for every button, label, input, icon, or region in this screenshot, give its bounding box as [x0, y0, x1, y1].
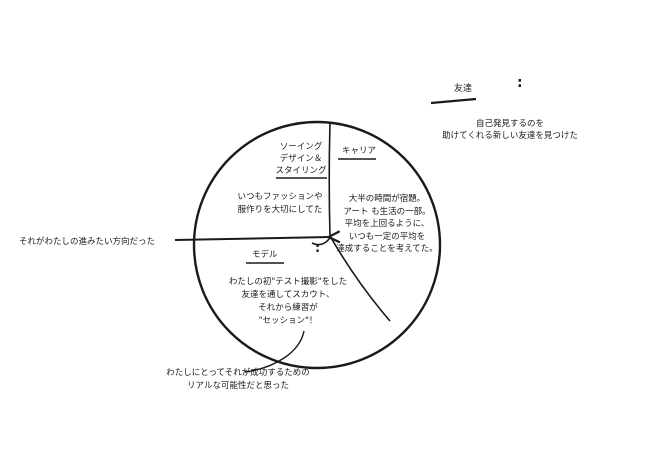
career-label: キャリア — [342, 146, 377, 156]
divider-bottom — [329, 235, 391, 322]
model-text: わたしの初"テスト撮影"をした 友達を通してスカウト、 それから練習が "セッシ… — [228, 277, 348, 326]
life-circle — [192, 120, 442, 370]
sewing-label: ソーイング デザイン＆ スタイリング — [275, 142, 327, 176]
direction-arrow — [174, 237, 330, 240]
sewing-text: いつもファッションや 服作りを大切にしてた — [237, 192, 323, 215]
possibility-pointer — [244, 330, 305, 373]
divider-top — [328, 122, 331, 237]
arrow-squiggle — [311, 237, 331, 246]
direction-annotation: それがわたしの進みたい方向だった — [19, 237, 156, 247]
model-marker: : — [315, 241, 321, 256]
career-text: 大半の時間が宿題。 アート も生活の一部。 平均を上回るように、 いつも一定の平… — [336, 194, 438, 254]
possibility-annotation: わたしにとってそれが成功するための リアルな可能性だと思った — [166, 368, 310, 391]
legend-label: 友達 — [454, 84, 473, 94]
model-label: モデル — [252, 250, 278, 260]
legend-line — [430, 97, 477, 105]
legend-marker: : — [517, 75, 523, 91]
legend-description: 自己発見するのを 助けてくれる新しい友達を見つけた — [442, 119, 578, 141]
